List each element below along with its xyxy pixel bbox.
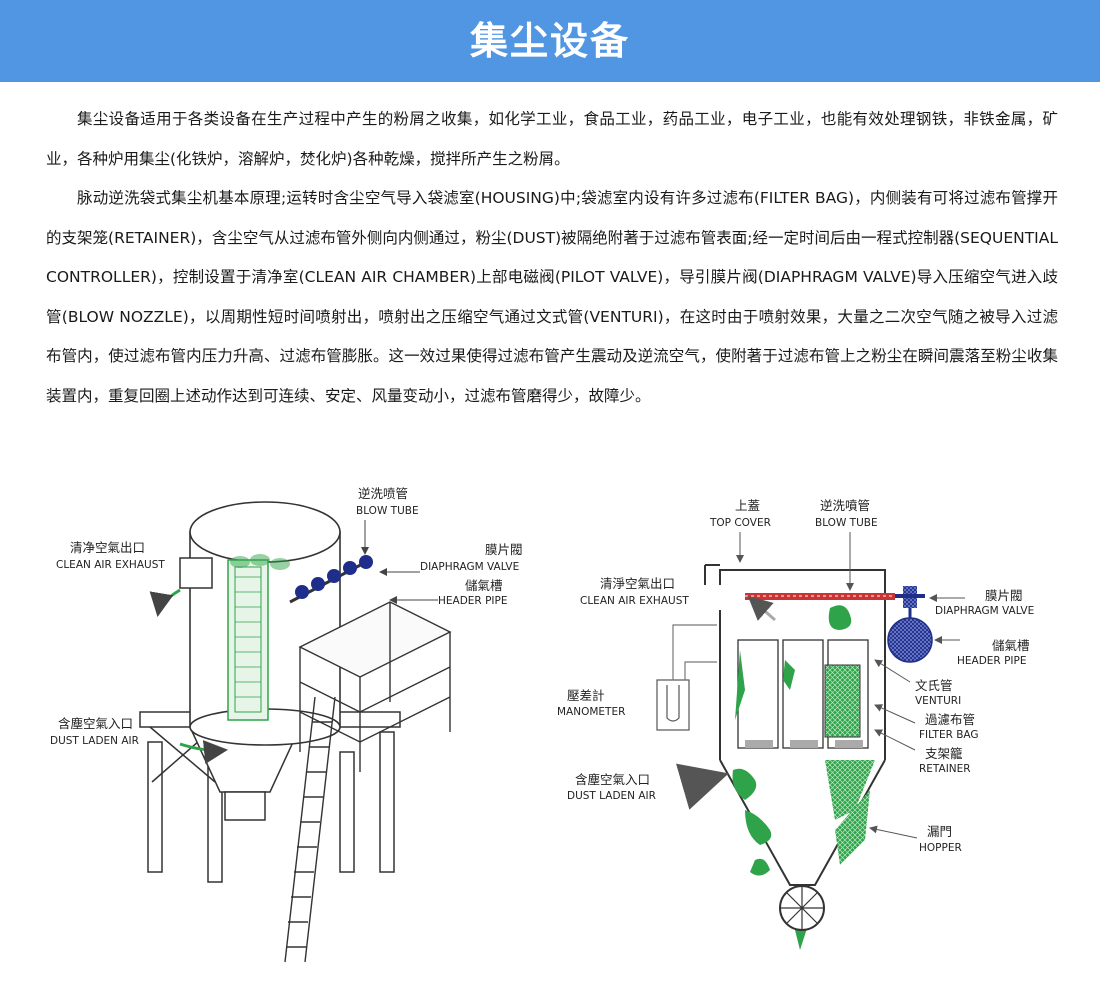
svg-text:壓差計: 壓差計: [567, 688, 605, 703]
header-pipe-tank: [887, 617, 933, 663]
svg-text:DUST LADEN AIR: DUST LADEN AIR: [50, 735, 139, 747]
svg-text:MANOMETER: MANOMETER: [557, 706, 625, 718]
svg-text:儲氣槽: 儲氣槽: [992, 638, 1030, 653]
svg-text:清净空氣出口: 清净空氣出口: [70, 540, 145, 555]
svg-text:過濾布管: 過濾布管: [925, 712, 975, 727]
svg-text:逆洗喷管: 逆洗喷管: [358, 486, 408, 501]
label-header-pipe-section: 儲氣槽 HEADER PIPE: [957, 638, 1030, 667]
svg-text:DIAPHRAGM VALVE: DIAPHRAGM VALVE: [935, 605, 1034, 617]
svg-text:HOPPER: HOPPER: [919, 842, 962, 854]
hopper-outlet: [224, 791, 266, 821]
page-header: 集尘设备: [0, 0, 1100, 82]
label-dust-laden-air: 含塵空氣入口 DUST LADEN AIR: [50, 716, 139, 747]
label-blow-tube-section: 逆洗噴管 BLOW TUBE: [815, 498, 878, 529]
svg-text:HEADER PIPE: HEADER PIPE: [438, 595, 507, 607]
manometer-gauge: [656, 624, 717, 731]
exhaust-arrow-section: [747, 596, 776, 622]
dust-collector-section-diagram: 上蓋 TOP COVER 逆洗噴管 BLOW TUBE 清淨空氣出口 CLEAN…: [557, 498, 1034, 950]
label-diaphragm-valve: 膜片閥 DIAPHRAGM VALVE: [420, 542, 523, 573]
label-header-pipe: 儲氣槽 HEADER PIPE: [438, 578, 507, 607]
label-diaphragm-valve-section: 膜片閥 DIAPHRAGM VALVE: [935, 588, 1034, 617]
intro-text: 集尘设备适用于各类设备在生产过程中产生的粉屑之收集，如化学工业，食品工业，药品工…: [46, 100, 1058, 416]
falling-dust-2: [835, 790, 870, 865]
label-hopper: 漏門 HOPPER: [919, 824, 962, 854]
svg-text:逆洗噴管: 逆洗噴管: [820, 498, 870, 513]
svg-text:TOP COVER: TOP COVER: [709, 517, 771, 529]
svg-text:CLEAN AIR EXHAUST: CLEAN AIR EXHAUST: [56, 559, 165, 571]
page-title: 集尘设备: [469, 19, 630, 63]
dust-collector-isometric-diagram: 逆洗喷管 BLOW TUBE 清净空氣出口 CLEAN AIR EXHAUST …: [50, 486, 523, 963]
exhaust-arrow: [149, 588, 181, 617]
label-venturi: 文氏管 VENTURI: [915, 678, 961, 707]
svg-text:支架籠: 支架籠: [925, 746, 963, 761]
svg-text:HEADER PIPE: HEADER PIPE: [957, 655, 1026, 667]
label-retainer: 支架籠 RETAINER: [919, 746, 971, 775]
svg-text:漏門: 漏門: [927, 824, 952, 839]
label-clean-air-exhaust-section: 清淨空氣出口 CLEAN AIR EXHAUST: [580, 576, 689, 607]
svg-text:FILTER BAG: FILTER BAG: [919, 729, 979, 741]
svg-text:BLOW TUBE: BLOW TUBE: [356, 505, 419, 517]
label-clean-air-exhaust: 清净空氣出口 CLEAN AIR EXHAUST: [56, 540, 165, 571]
label-filter-bag: 過濾布管 FILTER BAG: [919, 712, 979, 741]
rotary-valve: [779, 885, 825, 931]
platform-railing: [298, 601, 452, 772]
svg-text:文氏管: 文氏管: [915, 678, 953, 693]
filter-bags: [227, 554, 290, 721]
label-top-cover: 上蓋 TOP COVER: [709, 498, 771, 529]
svg-text:DUST LADEN AIR: DUST LADEN AIR: [567, 790, 656, 802]
label-blow-tube: 逆洗喷管 BLOW TUBE: [356, 486, 419, 517]
falling-dust-1: [825, 760, 875, 820]
inlet-arrow-section: [675, 763, 729, 810]
clean-air-exhaust-duct: [179, 557, 213, 589]
svg-text:BLOW TUBE: BLOW TUBE: [815, 517, 878, 529]
svg-text:上蓋: 上蓋: [735, 498, 760, 513]
diaphragm-valves: [289, 555, 373, 604]
ladder: [284, 696, 336, 963]
svg-text:CLEAN AIR EXHAUST: CLEAN AIR EXHAUST: [580, 595, 689, 607]
svg-text:膜片閥: 膜片閥: [985, 588, 1023, 603]
intro-paragraph-2: 脉动逆洗袋式集尘机基本原理;运转时含尘空气导入袋滤室(HOUSING)中;袋滤室…: [46, 189, 1058, 405]
intro-paragraph-1: 集尘设备适用于各类设备在生产过程中产生的粉屑之收集，如化学工业，食品工业，药品工…: [46, 110, 1058, 168]
svg-text:DIAPHRAGM VALVE: DIAPHRAGM VALVE: [420, 561, 519, 573]
svg-text:儲氣槽: 儲氣槽: [465, 578, 503, 593]
inlet-arrow: [179, 740, 228, 765]
label-manometer: 壓差計 MANOMETER: [557, 688, 625, 718]
svg-text:含塵空氣入口: 含塵空氣入口: [575, 772, 650, 787]
svg-text:含塵空氣入口: 含塵空氣入口: [58, 716, 133, 731]
svg-text:膜片閥: 膜片閥: [485, 542, 523, 557]
svg-text:RETAINER: RETAINER: [919, 763, 971, 775]
label-dust-laden-air-section: 含塵空氣入口 DUST LADEN AIR: [567, 772, 656, 802]
svg-text:VENTURI: VENTURI: [915, 695, 961, 707]
filter-bag-cells: [737, 639, 869, 749]
svg-text:清淨空氣出口: 清淨空氣出口: [600, 576, 675, 591]
